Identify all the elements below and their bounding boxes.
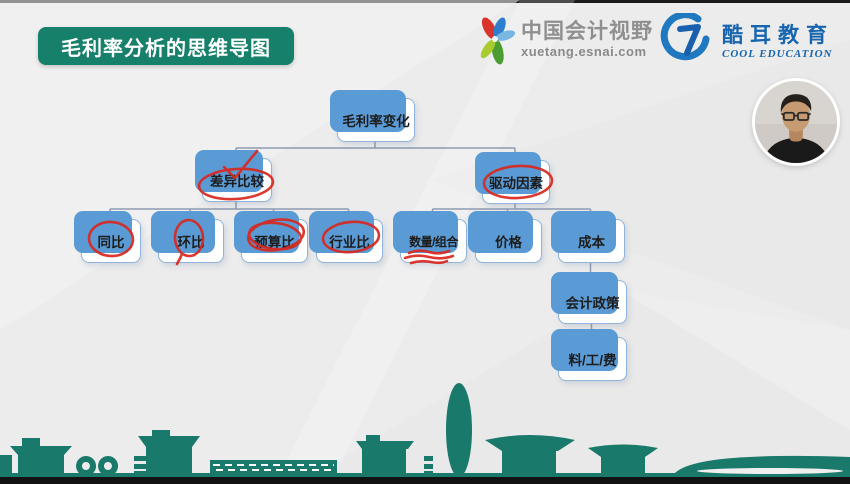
node-accounting-policy: 会计政策 — [551, 272, 627, 324]
node-variance-comparison: 差异比较 — [195, 150, 272, 202]
node-material-labor-expense: 料/工/费 — [551, 329, 627, 381]
letterbox-bottom-bar — [0, 477, 850, 484]
esnai-brand-name: 中国会计视野 — [521, 20, 653, 43]
node-root-gross-margin-change: 毛利率变化 — [330, 90, 415, 142]
page-title: 毛利率分析的思维导图 — [38, 27, 294, 65]
node-label: 价格 — [495, 235, 522, 250]
node-label: 预算比 — [254, 235, 295, 250]
node-budget-ratio: 预算比 — [234, 211, 308, 263]
node-quantity-mix: 数量/组合 — [393, 211, 467, 263]
node-year-over-year: 同比 — [74, 211, 141, 263]
node-label: 同比 — [97, 235, 125, 250]
cool-education-brand-name: 酷耳教育 — [722, 23, 834, 47]
cool-education-logo-icon — [660, 13, 710, 61]
node-label: 行业比 — [329, 235, 370, 250]
node-label: 差异比较 — [210, 174, 264, 189]
node-driving-factors: 驱动因素 — [475, 152, 550, 204]
esnai-url: xuetang.esnai.com — [521, 44, 647, 59]
node-label: 料/工/费 — [568, 353, 617, 368]
node-label: 毛利率变化 — [342, 114, 410, 129]
node-label: 会计政策 — [565, 296, 620, 311]
node-month-over-month: 环比 — [151, 211, 224, 263]
node-label: 数量/组合 — [409, 234, 458, 249]
esnai-flower-icon — [480, 17, 516, 65]
node-label: 成本 — [578, 235, 605, 250]
cool-education-subtitle: COOL EDUCATION — [722, 48, 833, 60]
node-price: 价格 — [468, 211, 542, 263]
city-skyline-silhouette — [0, 383, 850, 477]
node-label: 环比 — [177, 235, 205, 250]
letterbox-top-bar — [0, 0, 850, 3]
node-label: 驱动因素 — [489, 176, 543, 191]
node-industry-ratio: 行业比 — [309, 211, 383, 263]
presenter-photo-icon — [755, 81, 837, 163]
presenter-avatar — [752, 78, 840, 166]
node-cost: 成本 — [551, 211, 625, 263]
